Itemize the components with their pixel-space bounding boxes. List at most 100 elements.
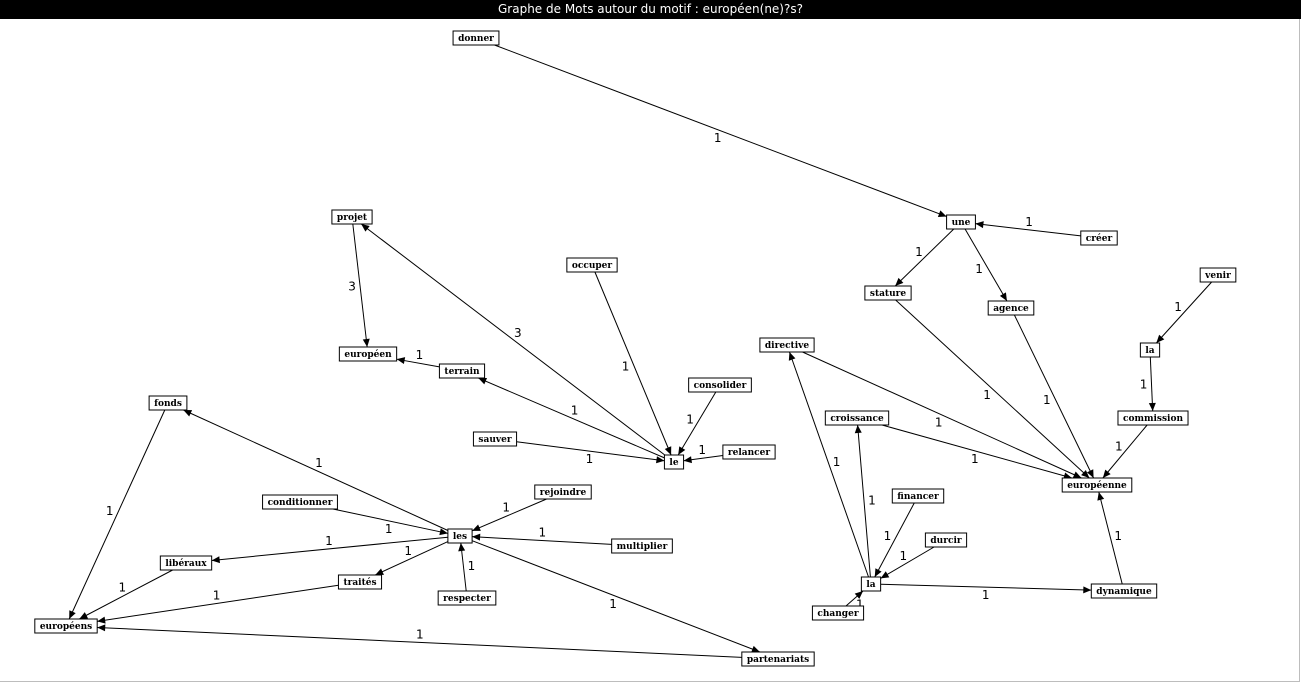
node-europeenne[interactable]: européenne <box>1061 477 1133 493</box>
edge-les-to-partenariats: 1 <box>471 540 761 653</box>
edge-line <box>880 583 1092 591</box>
arrowhead <box>1156 334 1165 343</box>
edge-line <box>802 351 1082 479</box>
edge-line <box>471 498 547 532</box>
node-partenariats[interactable]: partenariats <box>741 651 815 667</box>
edge-projet-to-europeen: 3 <box>348 223 370 348</box>
node-respecter[interactable]: respecter <box>437 590 497 606</box>
node-relancer[interactable]: relancer <box>722 444 776 460</box>
edge-weight-label: 1 <box>868 493 876 507</box>
edge-fonds-to-europeens: 1 <box>68 409 166 620</box>
node-label: respecter <box>443 594 491 604</box>
node-label: stature <box>870 289 906 299</box>
edge-line <box>895 299 1090 479</box>
node-sauver[interactable]: sauver <box>472 431 518 447</box>
edge-line <box>460 542 467 592</box>
node-changer[interactable]: changer <box>811 605 865 621</box>
edge-les-to-traites: 1 <box>375 541 449 576</box>
node-liberaux[interactable]: libéraux <box>159 555 213 571</box>
arrowhead <box>375 568 384 575</box>
edge-conditionner-to-les: 1 <box>332 508 448 536</box>
node-box <box>1080 230 1118 246</box>
node-box <box>824 410 890 426</box>
node-box <box>891 488 945 504</box>
edge-weight-label: 1 <box>1043 393 1051 407</box>
edge-weight-label: 1 <box>385 522 393 536</box>
edge-la-lower-to-directive: 1 <box>788 351 870 578</box>
node-label: traités <box>343 577 376 588</box>
node-conditionner[interactable]: conditionner <box>262 494 338 510</box>
node-la-upper[interactable]: la <box>1139 342 1161 358</box>
edge-line <box>1098 491 1123 585</box>
node-directive[interactable]: directive <box>759 337 815 353</box>
node-box <box>864 285 912 301</box>
edge-venir-to-la-upper: 1 <box>1155 281 1213 344</box>
edge-weight-label: 1 <box>468 559 476 573</box>
edge-line <box>880 546 935 579</box>
edge-weight-label: 1 <box>106 504 114 518</box>
node-rejoindre[interactable]: rejoindre <box>534 484 592 500</box>
edge-occuper-to-le: 1 <box>594 271 672 456</box>
node-traites[interactable]: traités <box>337 574 383 590</box>
node-terrain[interactable]: terrain <box>438 363 486 379</box>
edge-weight-label: 1 <box>502 501 510 515</box>
node-projet[interactable]: projet <box>331 209 373 225</box>
edge-line <box>1102 424 1148 479</box>
node-fonds[interactable]: fonds <box>148 395 188 411</box>
node-box <box>1117 410 1189 426</box>
edge-le-to-terrain: 1 <box>478 377 665 459</box>
node-consolider[interactable]: consolider <box>688 377 752 393</box>
node-agence[interactable]: agence <box>987 300 1035 316</box>
node-les[interactable]: les <box>447 528 473 544</box>
node-donner[interactable]: donner <box>452 30 500 46</box>
node-box <box>663 454 685 470</box>
node-label: croissance <box>830 414 884 424</box>
node-venir[interactable]: venir <box>1199 267 1237 283</box>
edge-line <box>494 44 947 217</box>
arrowhead <box>664 446 672 455</box>
node-label: la <box>866 580 875 590</box>
arrowhead <box>999 292 1007 301</box>
edge-creer-to-une: 1 <box>975 215 1081 237</box>
node-box <box>438 363 486 379</box>
node-box <box>1061 477 1133 493</box>
node-durcir[interactable]: durcir <box>924 532 968 548</box>
node-occuper[interactable]: occuper <box>566 257 618 273</box>
node-box <box>811 605 865 621</box>
node-creer[interactable]: créer <box>1080 230 1118 246</box>
node-box <box>722 444 776 460</box>
edge-agence-to-europeenne: 1 <box>1013 314 1095 479</box>
edge-line <box>472 536 612 545</box>
node-multiplier[interactable]: multiplier <box>611 538 673 554</box>
edge-weight-label: 1 <box>1174 300 1182 314</box>
edge-line <box>975 223 1081 237</box>
edge-directive-to-europeenne: 1 <box>802 351 1082 479</box>
edge-une-to-stature: 1 <box>894 228 955 287</box>
edge-weight-label: 1 <box>686 412 694 426</box>
edge-weight-label: 1 <box>856 598 864 612</box>
node-box <box>860 576 882 592</box>
node-europeens[interactable]: européens <box>34 618 98 634</box>
edge-weight-label: 1 <box>416 348 424 362</box>
edge-line <box>964 228 1008 302</box>
node-le[interactable]: le <box>663 454 685 470</box>
node-label: directive <box>765 341 809 351</box>
edge-line <box>471 540 761 653</box>
edge-line <box>183 409 449 531</box>
node-label: partenariats <box>747 655 809 665</box>
edge-une-to-agence: 1 <box>964 228 1008 302</box>
node-commission[interactable]: commission <box>1117 410 1189 426</box>
node-croissance[interactable]: croissance <box>824 410 890 426</box>
node-la-lower[interactable]: la <box>860 576 882 592</box>
node-stature[interactable]: stature <box>864 285 912 301</box>
node-dynamique[interactable]: dynamique <box>1090 583 1158 599</box>
node-financer[interactable]: financer <box>891 488 945 504</box>
node-europeen[interactable]: européen <box>338 346 398 362</box>
arrowhead <box>211 556 220 564</box>
node-une[interactable]: une <box>946 214 976 230</box>
edge-line <box>79 569 173 620</box>
edge-line <box>478 377 665 459</box>
edge-line <box>360 223 666 456</box>
